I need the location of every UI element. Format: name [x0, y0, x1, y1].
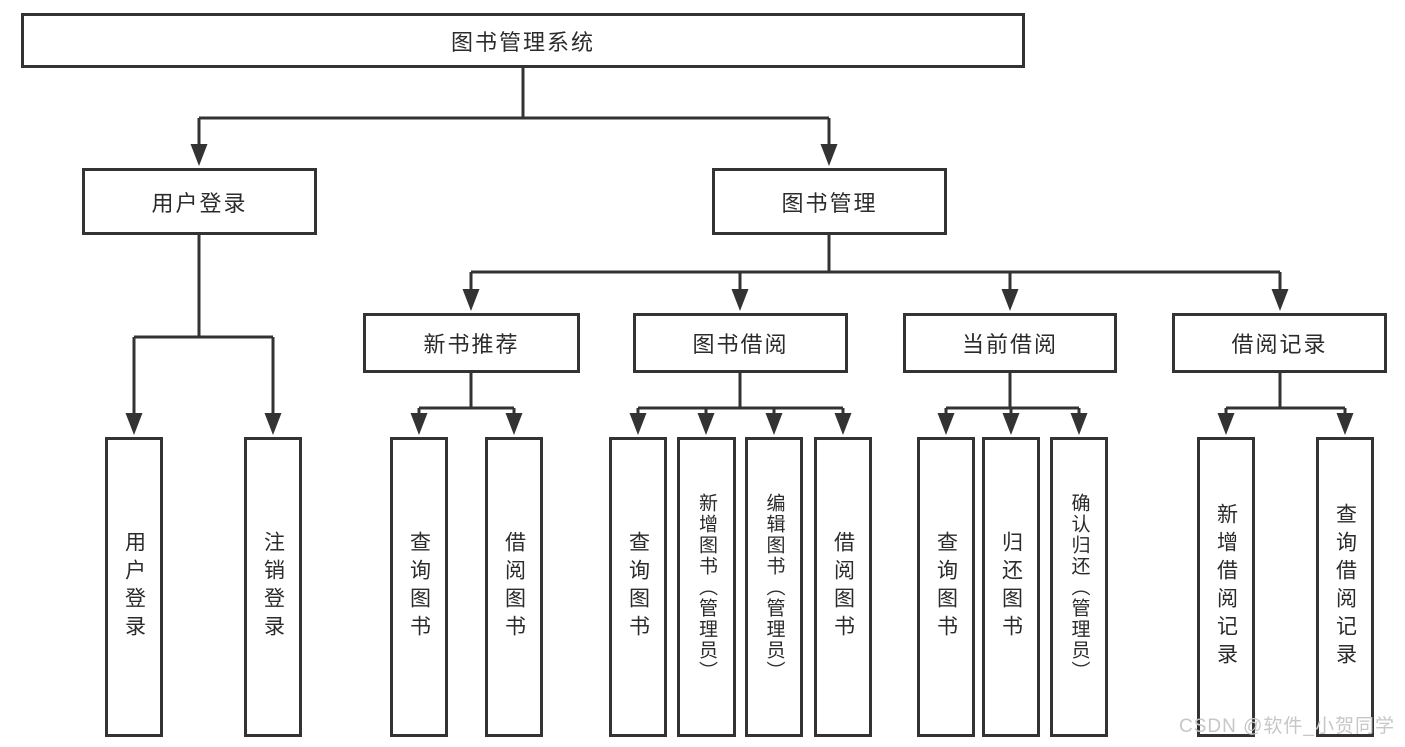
leaf-br-query-record-label: 查询借阅记录 — [1333, 503, 1357, 671]
node-user-login-label: 用户登录 — [151, 190, 248, 216]
leaf-bb-add-books-admin-label: 新增图书（管理员） — [696, 492, 717, 682]
leaf-cb-confirm-return-admin: 确认归还（管理员） — [1050, 437, 1108, 737]
arrow-down-icon — [1217, 413, 1235, 435]
arrow-down-icon — [125, 413, 143, 435]
arrow-down-icon — [765, 413, 783, 435]
leaf-cb-return-books-label: 归还图书 — [999, 531, 1023, 643]
leaf-logout: 注销登录 — [244, 437, 302, 737]
leaf-rec-borrow-books-label: 借阅图书 — [502, 531, 526, 643]
leaf-logout-label: 注销登录 — [261, 531, 285, 643]
node-user-login: 用户登录 — [82, 168, 317, 235]
arrow-down-icon — [190, 144, 208, 166]
arrow-down-icon — [731, 289, 749, 311]
leaf-bb-edit-books-admin-label: 编辑图书（管理员） — [763, 492, 785, 682]
node-current-borrowing-label: 当前借阅 — [961, 332, 1058, 357]
arrow-down-icon — [462, 289, 480, 311]
leaf-bb-add-books-admin: 新增图书（管理员） — [677, 437, 736, 737]
node-book-management-label: 图书管理 — [781, 190, 878, 216]
node-book-borrowing: 图书借阅 — [633, 313, 848, 373]
arrow-down-icon — [410, 413, 428, 435]
csdn-watermark: CSDN @软件_小贺同学 — [1179, 716, 1395, 737]
leaf-br-add-record-label: 新增借阅记录 — [1214, 503, 1238, 671]
leaf-bb-borrow-books: 借阅图书 — [814, 437, 872, 737]
arrow-down-icon — [820, 144, 838, 166]
node-current-borrowing: 当前借阅 — [903, 313, 1117, 373]
node-book-management: 图书管理 — [712, 168, 947, 235]
node-root: 图书管理系统 — [21, 13, 1025, 68]
leaf-cb-confirm-return-admin-label: 确认归还（管理员） — [1068, 492, 1090, 682]
leaf-bb-borrow-books-label: 借阅图书 — [831, 531, 855, 643]
leaf-user-login: 用户登录 — [105, 437, 163, 737]
node-borrowing-records: 借阅记录 — [1172, 313, 1387, 373]
leaf-rec-borrow-books: 借阅图书 — [485, 437, 543, 737]
node-root-label: 图书管理系统 — [450, 29, 595, 55]
leaf-rec-query-books-label: 查询图书 — [407, 531, 431, 643]
arrow-down-icon — [629, 413, 647, 435]
leaf-bb-edit-books-admin: 编辑图书（管理员） — [745, 437, 803, 737]
leaf-bb-query-books: 查询图书 — [609, 437, 667, 737]
node-new-book-recommendation-label: 新书推荐 — [423, 332, 520, 357]
arrow-down-icon — [1002, 413, 1020, 435]
arrow-down-icon — [1271, 289, 1289, 311]
leaf-user-login-label: 用户登录 — [122, 531, 146, 643]
node-new-book-recommendation: 新书推荐 — [363, 313, 580, 373]
arrow-down-icon — [937, 413, 955, 435]
arrowheads — [125, 144, 1354, 435]
arrow-down-icon — [1336, 413, 1354, 435]
arrow-down-icon — [834, 413, 852, 435]
node-borrowing-records-label: 借阅记录 — [1231, 332, 1328, 357]
arrow-down-icon — [505, 413, 523, 435]
leaf-cb-return-books: 归还图书 — [982, 437, 1040, 737]
arrow-down-icon — [264, 413, 282, 435]
leaf-bb-query-books-label: 查询图书 — [626, 531, 650, 643]
leaf-br-query-record: 查询借阅记录 — [1316, 437, 1374, 737]
node-book-borrowing-label: 图书借阅 — [692, 332, 789, 357]
leaf-cb-query-books-label: 查询图书 — [934, 531, 958, 643]
leaf-br-add-record: 新增借阅记录 — [1197, 437, 1255, 737]
arrow-down-icon — [697, 413, 715, 435]
leaf-cb-query-books: 查询图书 — [917, 437, 975, 737]
arrow-down-icon — [1001, 289, 1019, 311]
arrow-down-icon — [1070, 413, 1088, 435]
leaf-rec-query-books: 查询图书 — [390, 437, 448, 737]
